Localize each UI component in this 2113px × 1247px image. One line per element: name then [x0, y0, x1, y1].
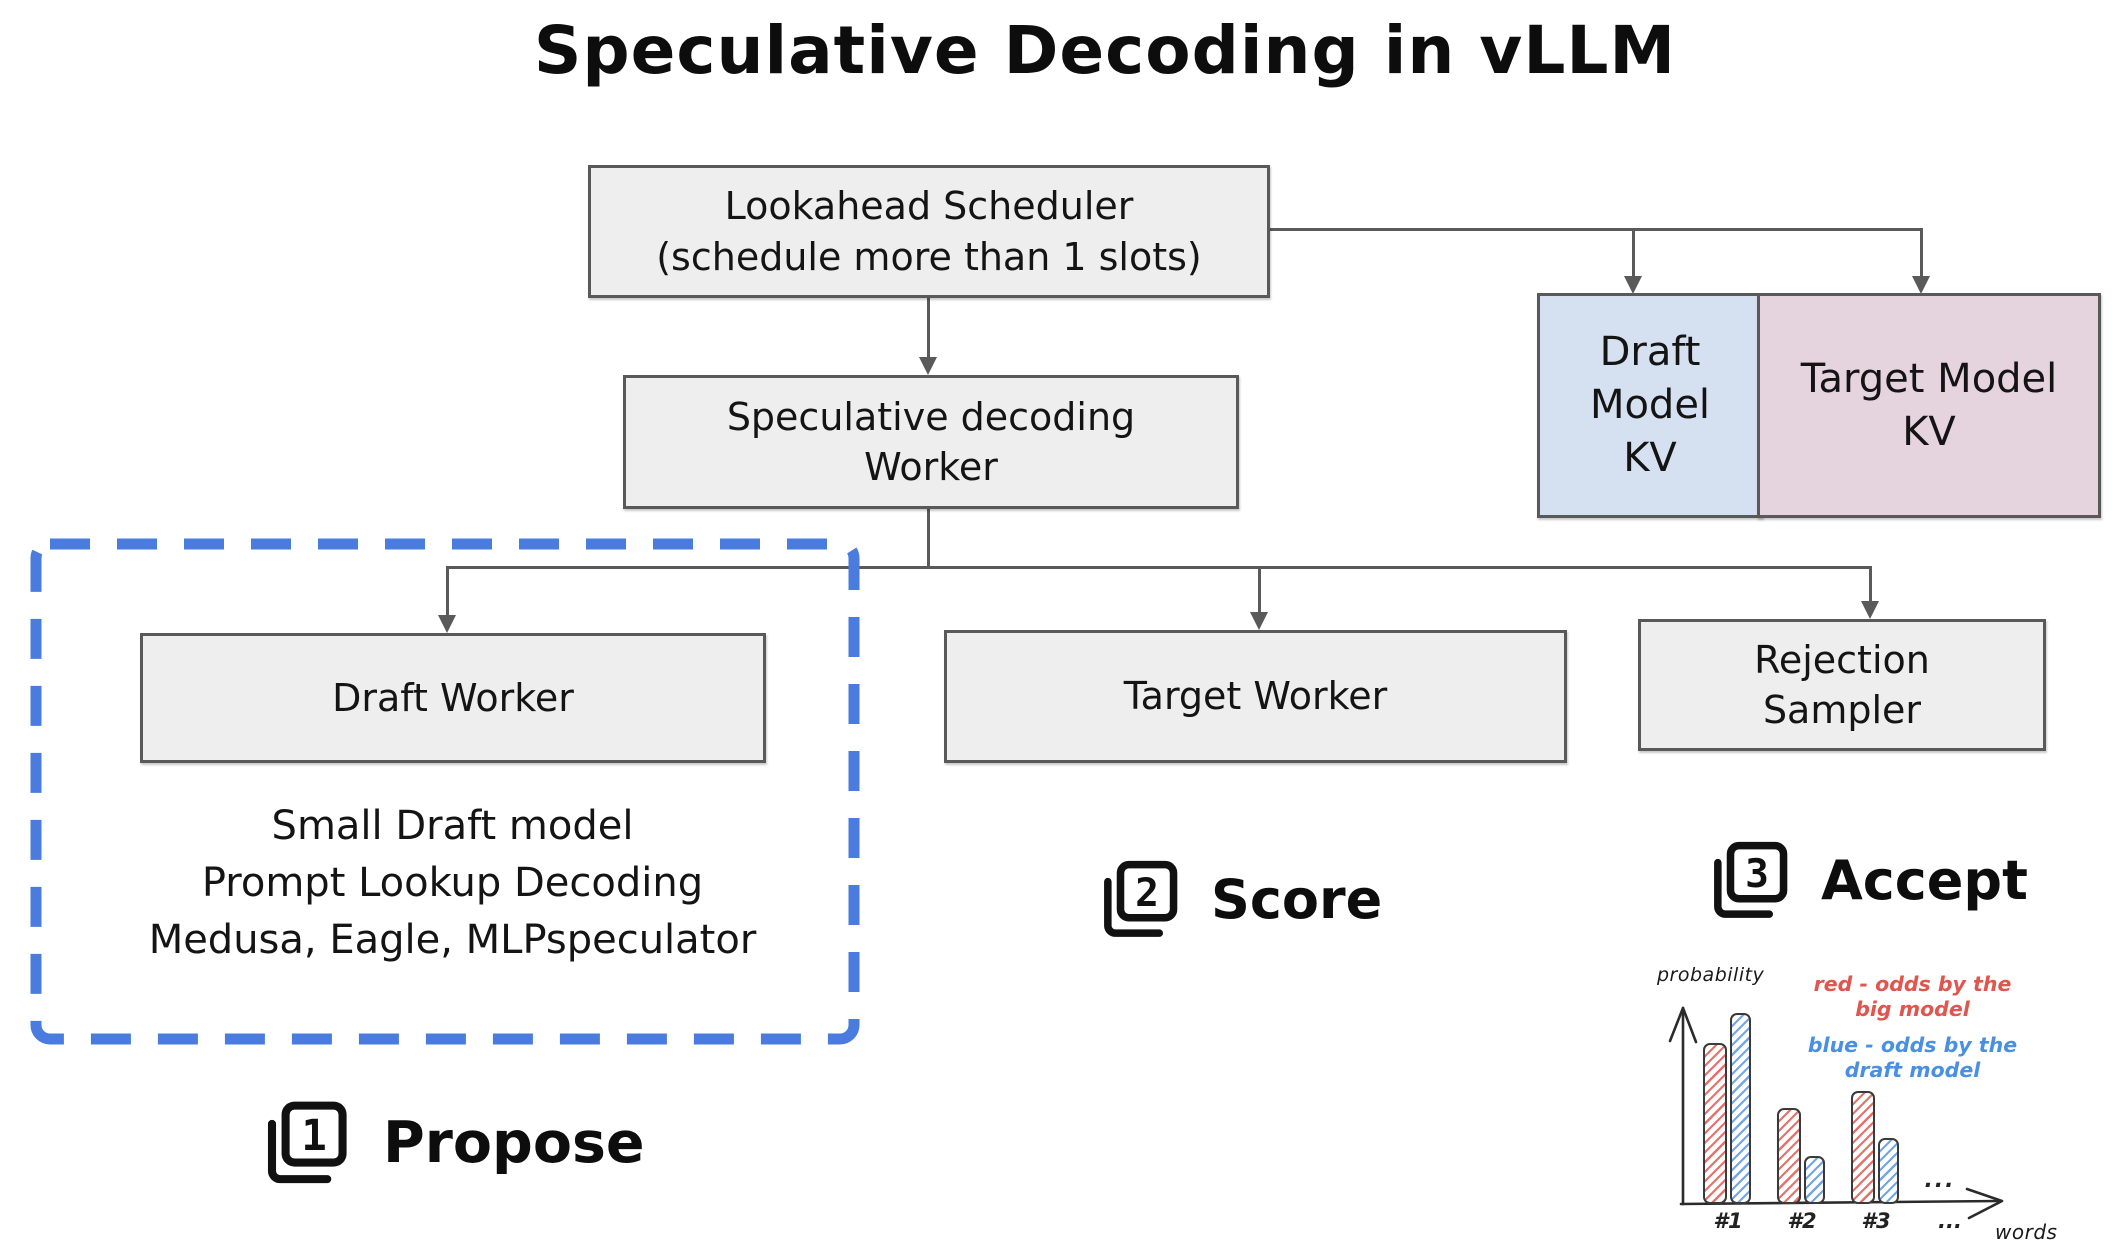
node-lookahead-scheduler: Lookahead Scheduler (schedule more than … — [588, 165, 1270, 298]
step-propose: 1 Propose — [255, 1092, 645, 1194]
chart-xlabel: words — [1995, 1220, 2058, 1244]
step-accept-label: Accept — [1821, 849, 2028, 912]
red-bar-#2 — [1777, 1108, 1801, 1204]
node-draft-model-kv: Draft Model KV — [1537, 293, 1763, 518]
node-label-line: Draft Worker — [332, 675, 574, 720]
chart-more-bars-indicator: ... — [1924, 1168, 1956, 1193]
arrowhead-rejection-icon — [1861, 601, 1879, 619]
x-tick-...: ... — [1938, 1209, 1962, 1233]
step-score: 2 Score — [1092, 852, 1382, 947]
arrowhead-draft-worker-icon — [438, 615, 456, 633]
node-label-line: Rejection — [1754, 637, 1930, 682]
red-bar-#1 — [1703, 1043, 1727, 1204]
node-label-line: (schedule more than 1 slots) — [656, 234, 1202, 279]
legend-blue-line: draft model — [1844, 1058, 1981, 1082]
node-label-line: Target Worker — [1123, 674, 1388, 719]
svg-text:2: 2 — [1135, 870, 1159, 916]
node-label-line: Model — [1589, 382, 1711, 429]
connector-spec-down — [927, 503, 930, 567]
node-draft-worker: Draft Worker — [140, 633, 766, 763]
arrowhead-target-kv-icon — [1912, 276, 1930, 294]
node-label-line: Worker — [864, 445, 998, 489]
step-score-label: Score — [1211, 868, 1383, 931]
svg-text:1: 1 — [301, 1112, 327, 1161]
blue-bar-#1 — [1730, 1013, 1751, 1204]
chart-ylabel: probability — [1657, 964, 1765, 986]
legend-red-line: red - odds by the — [1813, 972, 2012, 996]
arrowhead-spec-worker-icon — [919, 357, 937, 375]
node-label-line: Speculative decoding — [726, 394, 1136, 439]
step-propose-label: Propose — [383, 1110, 645, 1176]
red-bar-#3 — [1851, 1091, 1875, 1204]
filter-2-icon: 2 — [1104, 860, 1178, 937]
connector-drop-target-worker — [1258, 566, 1261, 612]
propose-dashed-region — [30, 538, 860, 1045]
node-target-worker: Target Worker — [944, 630, 1567, 763]
legend-red-line: big model — [1855, 997, 1970, 1021]
filter-1-icon: 1 — [267, 1101, 347, 1184]
node-speculative-decoding-worker: Speculative decoding Worker — [623, 375, 1239, 509]
node-label-line: Draft — [1599, 329, 1701, 376]
draft-method-item: Prompt Lookup Decoding — [201, 860, 704, 906]
node-label-line: Lookahead Scheduler — [724, 184, 1134, 229]
page-title: Speculative Decoding in vLLM — [533, 12, 1677, 89]
x-tick-#1: #1 — [1713, 1209, 1743, 1233]
arrowhead-draft-kv-icon — [1624, 276, 1642, 294]
svg-text:3: 3 — [1745, 851, 1769, 897]
connector-children-bus — [446, 566, 1871, 569]
step-accept: 3 Accept — [1702, 833, 2028, 928]
draft-methods-list: Small Draft model Prompt Lookup Decoding… — [95, 798, 810, 969]
x-tick-#2: #2 — [1787, 1209, 1817, 1233]
connector-drop-draft-kv — [1632, 228, 1635, 276]
filter-3-icon: 3 — [1714, 841, 1788, 918]
probability-chart: probability words ... red - odds by the … — [1655, 952, 2113, 1247]
node-label-line: Sampler — [1762, 688, 1922, 732]
arrowhead-target-worker-icon — [1250, 612, 1268, 630]
node-label-line: KV — [1623, 434, 1677, 481]
blue-bar-#3 — [1878, 1138, 1899, 1204]
draft-method-item: Medusa, Eagle, MLPspeculator — [148, 917, 757, 963]
node-label-line: KV — [1902, 408, 1956, 455]
node-label-line: Target Model — [1800, 355, 2058, 402]
blue-bar-#2 — [1804, 1156, 1825, 1204]
draft-method-item: Small Draft model — [271, 803, 634, 849]
connector-lookahead-to-spec — [927, 292, 930, 357]
node-target-model-kv: Target Model KV — [1757, 293, 2101, 518]
legend-blue-line: blue - odds by the — [1807, 1033, 2018, 1057]
connector-drop-draft-worker — [446, 566, 449, 615]
chart-legend-red: red - odds by the big model — [1780, 972, 2045, 1022]
connector-lookahead-to-kv — [1264, 228, 1923, 231]
node-rejection-sampler: Rejection Sampler — [1638, 619, 2046, 751]
connector-drop-target-kv — [1920, 228, 1923, 276]
x-tick-#3: #3 — [1861, 1209, 1891, 1233]
connector-drop-rejection — [1869, 566, 1872, 601]
chart-legend-blue: blue - odds by the draft model — [1780, 1033, 2045, 1083]
